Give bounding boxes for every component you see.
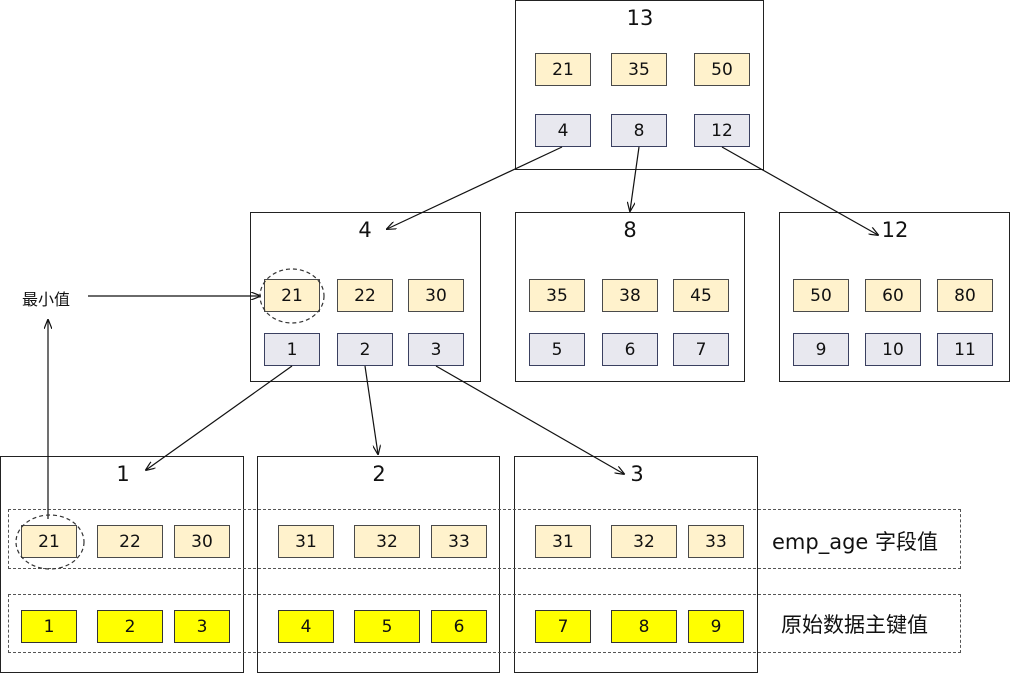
leaf-primary-key-cell: 5 bbox=[354, 610, 420, 643]
pointer-arrow bbox=[146, 365, 293, 470]
leaf-page-title: 3 bbox=[630, 462, 644, 486]
root-page-title: 13 bbox=[626, 6, 654, 30]
internal-page-title: 4 bbox=[358, 218, 372, 242]
leaf-age-cell: 33 bbox=[688, 525, 744, 558]
root-key-cell: 35 bbox=[611, 53, 667, 86]
leaf-page-title: 1 bbox=[116, 462, 130, 486]
pointer-arrow bbox=[364, 365, 378, 454]
internal-pointer-cell: 9 bbox=[793, 333, 849, 366]
internal-key-cell: 38 bbox=[602, 279, 658, 312]
internal-pointer-cell: 3 bbox=[408, 333, 464, 366]
leaf-primary-key-cell: 9 bbox=[688, 610, 744, 643]
leaf-primary-key-cell: 7 bbox=[535, 610, 591, 643]
internal-key-cell: 45 bbox=[673, 279, 729, 312]
internal-page-title: 8 bbox=[623, 218, 637, 242]
leaf-age-cell: 22 bbox=[97, 525, 163, 558]
internal-key-cell: 21 bbox=[264, 279, 320, 312]
internal-page-title: 12 bbox=[881, 218, 909, 242]
pointer-arrow bbox=[721, 146, 878, 235]
min-value-highlight-circle bbox=[259, 268, 325, 324]
leaf-primary-key-cell: 3 bbox=[174, 610, 230, 643]
pk-row-label: 原始数据主键值 bbox=[781, 613, 928, 637]
min-value-label: 最小值 bbox=[22, 290, 71, 309]
leaf-age-cell: 33 bbox=[431, 525, 487, 558]
leaf-min-highlight-circle bbox=[15, 514, 85, 570]
age-row-label: emp_age 字段值 bbox=[772, 530, 939, 554]
leaf-age-cell: 32 bbox=[611, 525, 677, 558]
internal-key-cell: 22 bbox=[337, 279, 393, 312]
internal-key-cell: 35 bbox=[529, 279, 585, 312]
leaf-age-cell: 21 bbox=[21, 525, 77, 558]
internal-pointer-cell: 6 bbox=[602, 333, 658, 366]
root-pointer-cell: 12 bbox=[694, 114, 750, 147]
internal-key-cell: 80 bbox=[937, 279, 993, 312]
root-pointer-cell: 4 bbox=[535, 114, 591, 147]
leaf-age-cell: 31 bbox=[535, 525, 591, 558]
leaf-primary-key-cell: 4 bbox=[278, 610, 334, 643]
leaf-age-cell: 31 bbox=[278, 525, 334, 558]
root-key-cell: 50 bbox=[694, 53, 750, 86]
internal-pointer-cell: 10 bbox=[865, 333, 921, 366]
internal-pointer-cell: 11 bbox=[937, 333, 993, 366]
pointer-arrow bbox=[387, 146, 563, 229]
pk-row-band bbox=[8, 594, 961, 653]
leaf-age-cell: 32 bbox=[354, 525, 420, 558]
pointer-arrow bbox=[435, 365, 624, 474]
internal-key-cell: 50 bbox=[793, 279, 849, 312]
internal-pointer-cell: 5 bbox=[529, 333, 585, 366]
internal-pointer-cell: 2 bbox=[337, 333, 393, 366]
internal-key-cell: 60 bbox=[865, 279, 921, 312]
internal-pointer-cell: 7 bbox=[673, 333, 729, 366]
leaf-primary-key-cell: 6 bbox=[431, 610, 487, 643]
root-pointer-cell: 8 bbox=[611, 114, 667, 147]
leaf-page-title: 2 bbox=[372, 462, 386, 486]
leaf-primary-key-cell: 1 bbox=[21, 610, 77, 643]
leaf-primary-key-cell: 8 bbox=[611, 610, 677, 643]
internal-key-cell: 30 bbox=[408, 279, 464, 312]
pointer-arrow bbox=[630, 146, 640, 211]
internal-pointer-cell: 1 bbox=[264, 333, 320, 366]
leaf-primary-key-cell: 2 bbox=[97, 610, 163, 643]
root-key-cell: 21 bbox=[535, 53, 591, 86]
age-row-band bbox=[8, 509, 961, 569]
leaf-age-cell: 30 bbox=[174, 525, 230, 558]
